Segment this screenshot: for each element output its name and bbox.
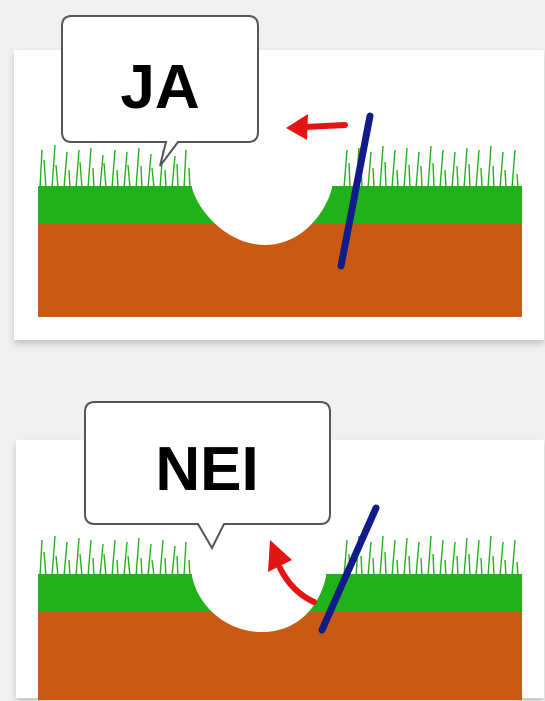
speech-bubble-nei bbox=[84, 401, 331, 551]
divot-hole-icon bbox=[192, 540, 326, 632]
scene-top: JA bbox=[38, 15, 522, 317]
grass-blades bbox=[39, 535, 519, 577]
speech-bubble-text-nei: NEI bbox=[155, 435, 258, 504]
scene-bottom: NEI bbox=[38, 401, 522, 700]
golf-club-line-icon bbox=[318, 504, 380, 634]
straight-left-arrow-icon bbox=[286, 114, 348, 140]
divot-hole-icon bbox=[192, 150, 332, 245]
speech-bubble-ja bbox=[61, 15, 259, 167]
speech-bubble-text-ja: JA bbox=[120, 53, 199, 122]
golf-club-line-icon bbox=[337, 112, 374, 270]
grass-blades bbox=[39, 144, 519, 189]
curved-up-left-arrow-icon bbox=[268, 540, 317, 605]
